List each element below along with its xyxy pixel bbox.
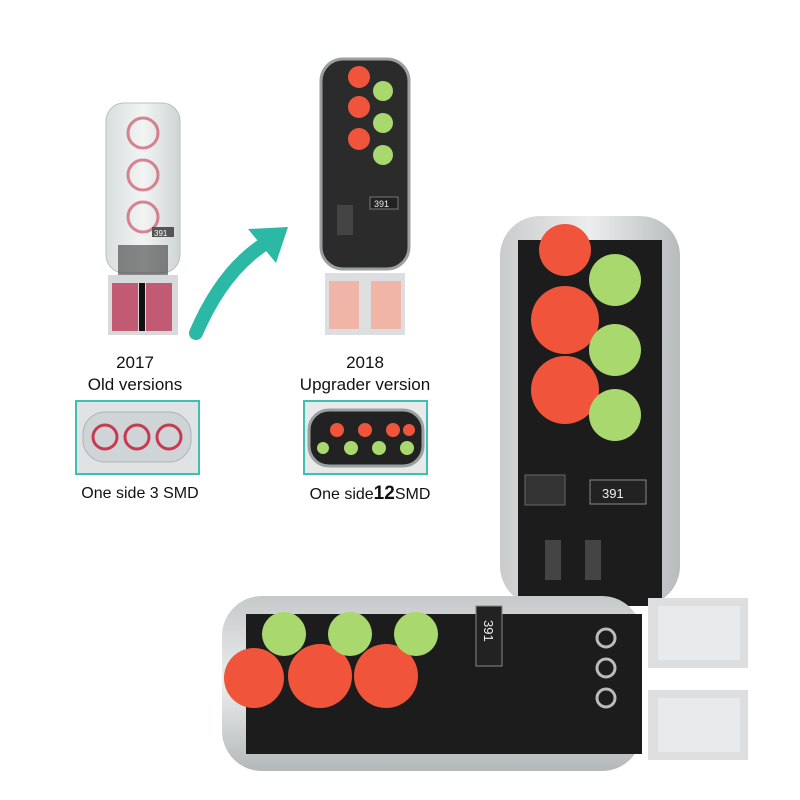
new-year-caption: 2018 bbox=[346, 353, 384, 372]
new-smd-prefix: One side bbox=[309, 486, 374, 503]
old-smd-inset bbox=[75, 400, 200, 475]
new-smd-count: 12 bbox=[373, 483, 395, 504]
new-small-chip-marking: 391 bbox=[374, 199, 389, 209]
large-bulb-horizontal: 391 bbox=[222, 596, 748, 771]
large-bulb-vertical: 391 bbox=[500, 216, 680, 606]
upgrade-arrow-icon bbox=[189, 227, 288, 340]
new-version-caption: Upgrader version bbox=[299, 375, 431, 394]
old-year-caption: 2017 bbox=[116, 353, 154, 372]
old-version-caption: Old versions bbox=[87, 375, 183, 394]
old-smd-caption: One side 3 SMD bbox=[81, 485, 199, 502]
new-smd-suffix: SMD bbox=[394, 486, 431, 503]
old-chip-marking: 391 bbox=[154, 229, 168, 238]
new-smd-inset bbox=[303, 400, 428, 475]
new-smd-caption: One side12SMD bbox=[290, 483, 450, 505]
large-horizontal-chip-marking: 391 bbox=[481, 620, 496, 642]
large-vertical-chip-marking: 391 bbox=[602, 486, 624, 501]
new-bulb-2018: 391 bbox=[319, 57, 411, 335]
old-bulb-2017: 391 bbox=[105, 102, 181, 335]
